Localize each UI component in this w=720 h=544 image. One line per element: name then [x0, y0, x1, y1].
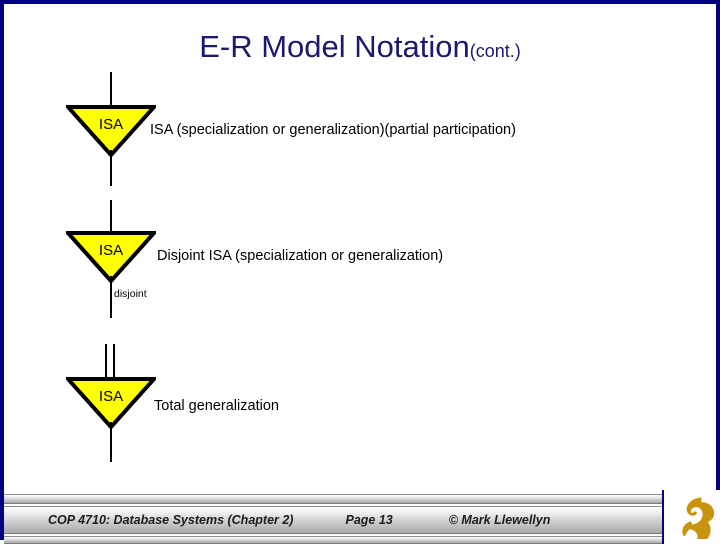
ucf-pegasus-logo [662, 490, 720, 544]
triangle-shape-icon [66, 105, 156, 158]
triangle-shape-icon [66, 377, 156, 430]
footer-bar-top [4, 494, 720, 504]
diagram-caption-2: Disjoint ISA (specialization or generali… [157, 248, 444, 264]
connector-line-bottom-1 [110, 150, 112, 186]
connector-line-top-2 [110, 200, 112, 232]
connector-line-bottom-3 [110, 422, 112, 462]
footer-course-label: COP 4710: Database Systems (Chapter 2) [48, 513, 294, 527]
diagram-caption-3: Total generalization [154, 398, 279, 414]
slide-footer: COP 4710: Database Systems (Chapter 2) P… [4, 490, 720, 544]
page-title-main: E-R Model Notation [199, 29, 470, 64]
page-title-continued: (cont.) [469, 41, 521, 61]
footer-copyright: © Mark Llewellyn [448, 513, 551, 527]
connector-line-bottom-2 [110, 276, 112, 318]
footer-bar-bottom [4, 536, 720, 544]
page-title: E-R Model Notation(cont.) [4, 28, 716, 70]
footer-text-row: COP 4710: Database Systems (Chapter 2) P… [4, 506, 654, 534]
connector-line-top-1 [110, 72, 112, 106]
diagram-caption-1: ISA (specialization or generalization)(p… [150, 122, 516, 138]
footer-page-number: Page 13 [345, 513, 393, 527]
triangle-shape-icon [66, 231, 156, 284]
disjoint-sublabel: disjoint [114, 288, 147, 300]
footer-bar-main [4, 506, 720, 534]
connector-line-top-3b [113, 344, 115, 378]
connector-line-top-3a [105, 344, 107, 378]
pegasus-icon [682, 497, 715, 539]
